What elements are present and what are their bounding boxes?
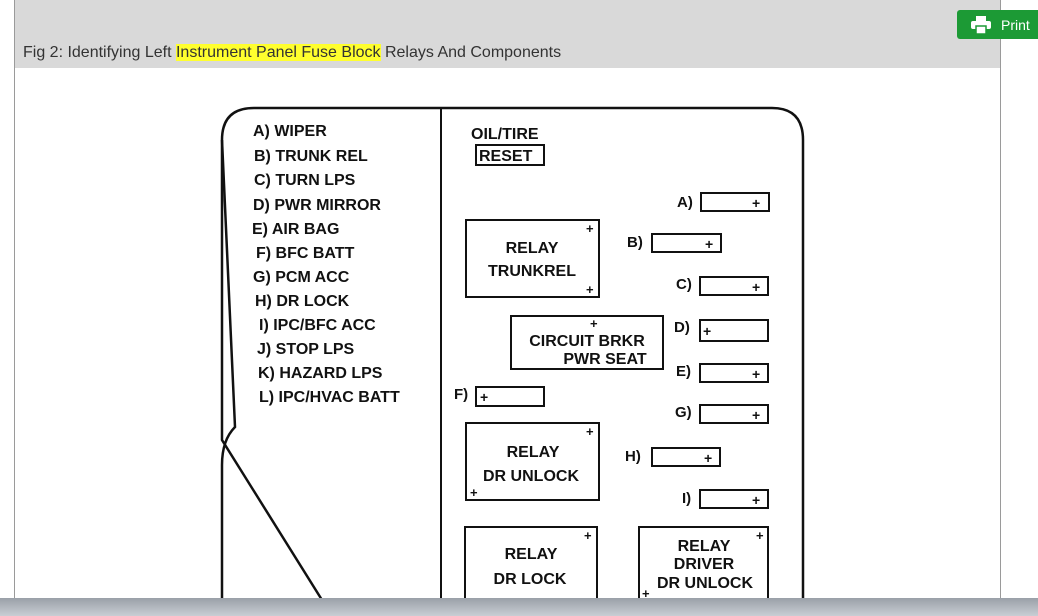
print-button[interactable]: Print [957,10,1038,39]
relay-plus: + [756,528,764,543]
printer-icon [971,15,991,34]
fuse-plus: + [752,492,760,508]
relay-plus: + [586,221,594,236]
relay-line: DRIVER [674,556,735,573]
fuse-plus: + [705,236,713,252]
relay-plus: + [586,424,594,439]
oil-tire-label: OIL/TIRE [471,126,539,143]
fuse-plus: + [752,195,760,211]
fuse-c: C) + [676,276,769,296]
breaker-line: CIRCUIT BRKR [529,333,645,350]
legend-item: I) IPC/BFC ACC [259,317,376,334]
fuse-label: F) [454,386,468,403]
fuse-a: A) + [677,192,770,212]
figure-caption: Fig 2: Identifying Left Instrument Panel… [23,44,561,62]
relay-line: DR LOCK [494,571,567,588]
relay-line: TRUNKREL [488,263,576,280]
legend: A) WIPER B) TRUNK REL C) TURN LPS D) PWR… [252,123,400,406]
legend-item: E) AIR BAG [252,221,339,238]
print-label: Print [1001,16,1030,33]
fuse-slot [699,489,769,509]
fuse-label: H) [625,448,641,465]
fuse-label: G) [675,404,692,421]
fuse-h: H) + [625,447,721,467]
fuse-plus: + [752,366,760,382]
breaker-box [510,315,664,370]
fuse-g: G) + [675,404,769,424]
fuse-label: C) [676,276,692,293]
relay-line: RELAY [506,240,559,257]
fuse-plus: + [703,323,711,339]
relay-dr-unlock: + + RELAY DR UNLOCK [465,422,600,501]
caption-prefix: Fig 2: Identifying Left [23,44,176,61]
fuse-slot [699,363,769,383]
relay-plus: + [586,282,594,297]
fuse-label: D) [674,319,690,336]
fuse-label: E) [676,363,691,380]
legend-item: D) PWR MIRROR [253,197,381,214]
fuse-label: B) [627,234,643,251]
relay-line: RELAY [678,538,731,555]
relay-driver-dr-unlock: + + RELAY DRIVER DR UNLOCK [638,526,769,601]
caption-highlight: Instrument Panel Fuse Block [175,44,381,61]
fuse-i: I) + [682,489,769,509]
caption-suffix: Relays And Components [380,44,562,61]
relay-line: RELAY [507,444,560,461]
fuse-slot [475,386,545,407]
relay-box [638,526,769,600]
relay-plus: + [470,485,478,500]
fuse-label: A) [677,194,693,211]
relay-line: DR UNLOCK [657,575,753,592]
fuse-slot [699,276,769,296]
fuse-slot [699,319,769,342]
outline-chamfer [220,140,324,601]
relay-dr-lock: + RELAY DR LOCK [464,526,598,600]
legend-item: C) TURN LPS [254,172,356,189]
fuse-slot [699,404,769,424]
fuse-plus: + [752,279,760,295]
fuse-f: F) + [454,386,545,407]
relay-trunkrel: + + RELAY TRUNKREL [465,219,600,298]
relay-line: DR UNLOCK [483,468,579,485]
legend-item: H) DR LOCK [255,293,350,310]
relay-line: RELAY [505,546,558,563]
fuse-e: E) + [676,363,769,383]
relay-plus: + [642,586,650,601]
fuse-slot [651,233,722,253]
fuse-b: B) + [627,233,722,253]
legend-item: A) WIPER [253,123,327,140]
legend-item: F) BFC BATT [256,245,355,262]
legend-item: G) PCM ACC [253,269,350,286]
fuse-slot [700,192,770,212]
relay-box [465,422,600,501]
fuse-slot [651,447,721,467]
reset-box [475,144,545,166]
figure-frame [14,0,1001,616]
legend-item: L) IPC/HVAC BATT [259,389,400,406]
legend-item: B) TRUNK REL [254,148,368,165]
bottom-scroll-bar [0,598,1038,616]
breaker-plus: + [590,316,598,331]
relay-box [464,526,598,600]
relay-box [465,219,600,298]
relay-plus: + [584,528,592,543]
fuse-d: D) + [674,319,769,342]
reset-label: RESET [479,148,533,165]
fuse-plus: + [752,407,760,423]
fuse-plus: + [704,450,712,466]
legend-item: K) HAZARD LPS [258,365,383,382]
breaker-line: PWR SEAT [563,351,646,368]
circuit-breaker-pwr-seat: + CIRCUIT BRKR PWR SEAT [510,315,664,370]
fuse-label: I) [682,490,691,507]
fuse-plus: + [480,389,488,405]
legend-item: J) STOP LPS [257,341,355,358]
